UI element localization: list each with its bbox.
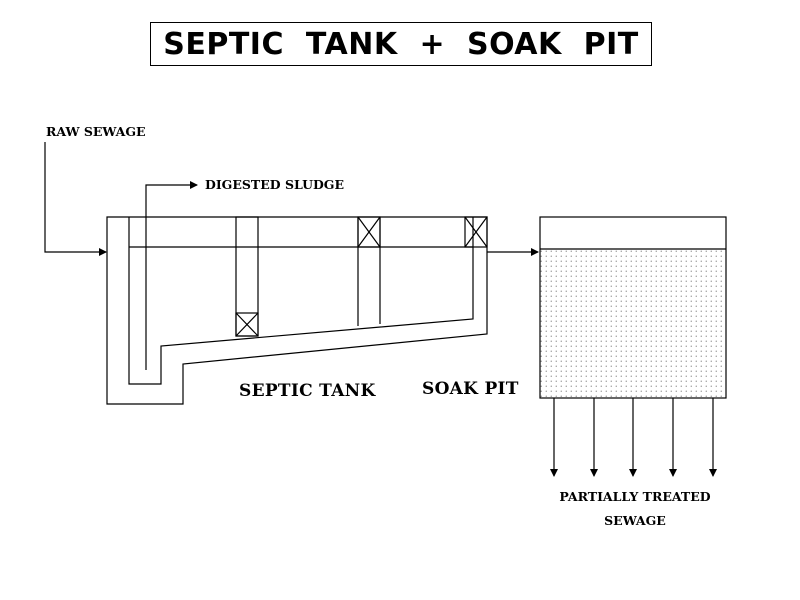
- septic-tank-inner-wall: [128, 217, 474, 385]
- baffle-1: [235, 216, 259, 337]
- raw-sewage-label: RAW SEWAGE: [46, 124, 146, 139]
- digested-sludge-label: DIGESTED SLUDGE: [205, 177, 345, 192]
- diagram-title: SEPTIC TANK + SOAK PIT: [163, 26, 639, 62]
- baffle-1-vent: [235, 312, 259, 337]
- partially-treated-label-line2: SEWAGE: [604, 513, 666, 528]
- title-box: SEPTIC TANK + SOAK PIT: [150, 22, 652, 66]
- partially-treated-label-line1: PARTIALLY TREATED: [559, 489, 711, 504]
- raw-sewage-inlet-pipe: [44, 142, 107, 256]
- baffle-2-vent: [357, 216, 381, 248]
- baffle-3-vent: [464, 216, 488, 248]
- digested-sludge-pipe: [145, 181, 198, 370]
- soak-pit-label: SOAK PIT: [422, 379, 519, 399]
- septic-tank-label: SEPTIC TANK: [239, 381, 376, 401]
- soak-pit-fill: [540, 249, 726, 398]
- septic-tank-outer-wall: [106, 216, 488, 405]
